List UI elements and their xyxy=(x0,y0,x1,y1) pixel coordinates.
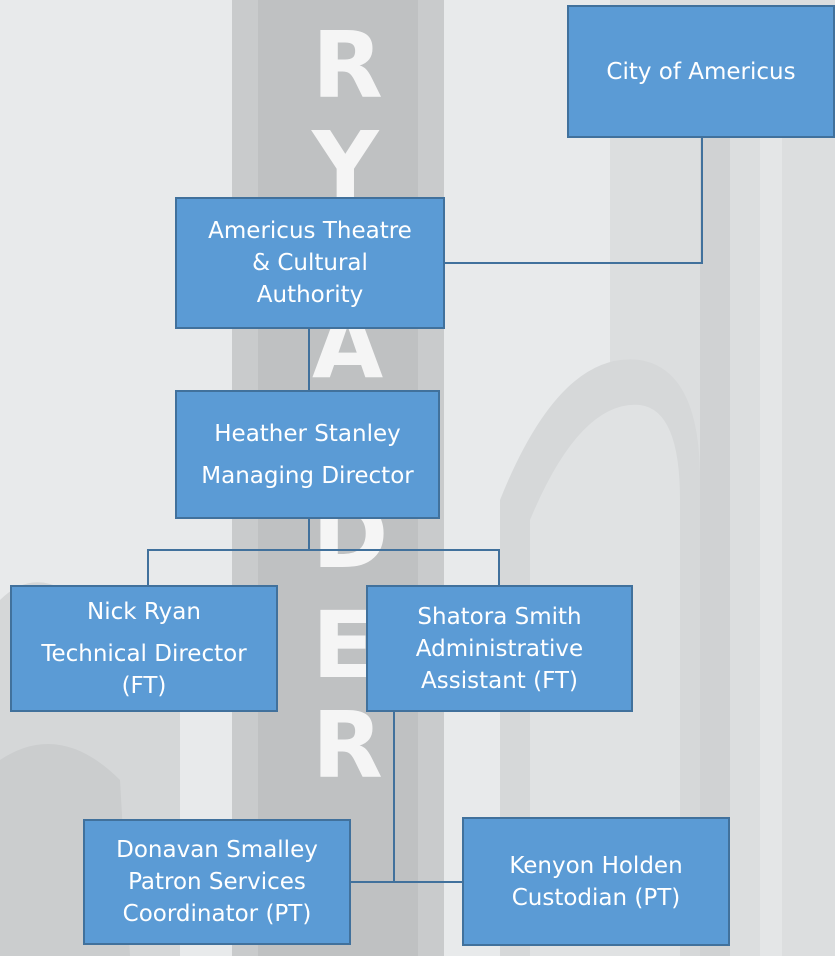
node-technical-director: Nick Ryan Technical Director (FT) xyxy=(10,585,278,712)
node-patron-line-2: Patron Services xyxy=(128,869,306,895)
node-director-line-1: Heather Stanley xyxy=(214,420,401,447)
node-admin-line-1: Shatora Smith xyxy=(417,603,582,630)
node-patron-line-1: Donavan Smalley xyxy=(116,837,318,863)
sign-letter-y: Y xyxy=(312,112,379,219)
node-technical-line-2: Technical Director xyxy=(41,640,247,667)
node-authority-line-3: Authority xyxy=(256,282,364,308)
node-city-of-americus: City of Americus xyxy=(567,5,835,138)
sign-letter-r: R xyxy=(312,12,383,119)
node-director-line-2: Managing Director xyxy=(201,462,414,489)
node-managing-director: Heather Stanley Managing Director xyxy=(175,390,440,519)
node-custodian: Kenyon Holden Custodian (PT) xyxy=(462,817,730,946)
node-authority-line-1: Americus Theatre xyxy=(208,218,412,244)
connector-director-admin xyxy=(309,549,500,585)
node-custodian-line-1: Kenyon Holden xyxy=(509,852,683,879)
node-admin-line-2: Administrative xyxy=(415,635,584,662)
node-technical-line-1: Nick Ryan xyxy=(87,598,201,625)
node-technical-line-3: (FT) xyxy=(121,672,167,699)
node-patron-services: Donavan Smalley Patron Services Coordina… xyxy=(83,819,351,945)
connector-director-reports xyxy=(147,519,310,585)
sign-letter-r2: R xyxy=(312,692,383,799)
node-administrative-assistant: Shatora Smith Administrative Assistant (… xyxy=(366,585,633,712)
node-patron-line-3: Coordinator (PT) xyxy=(122,901,312,927)
sign-letter-e: E xyxy=(312,592,375,699)
node-authority-line-2: & Cultural xyxy=(252,250,368,276)
node-city-line-1: City of Americus xyxy=(606,58,796,85)
connector-city-authority xyxy=(445,138,703,264)
node-custodian-line-2: Custodian (PT) xyxy=(511,884,681,911)
node-admin-line-3: Assistant (FT) xyxy=(421,667,578,694)
node-theatre-authority: Americus Theatre & Cultural Authority xyxy=(175,197,445,329)
